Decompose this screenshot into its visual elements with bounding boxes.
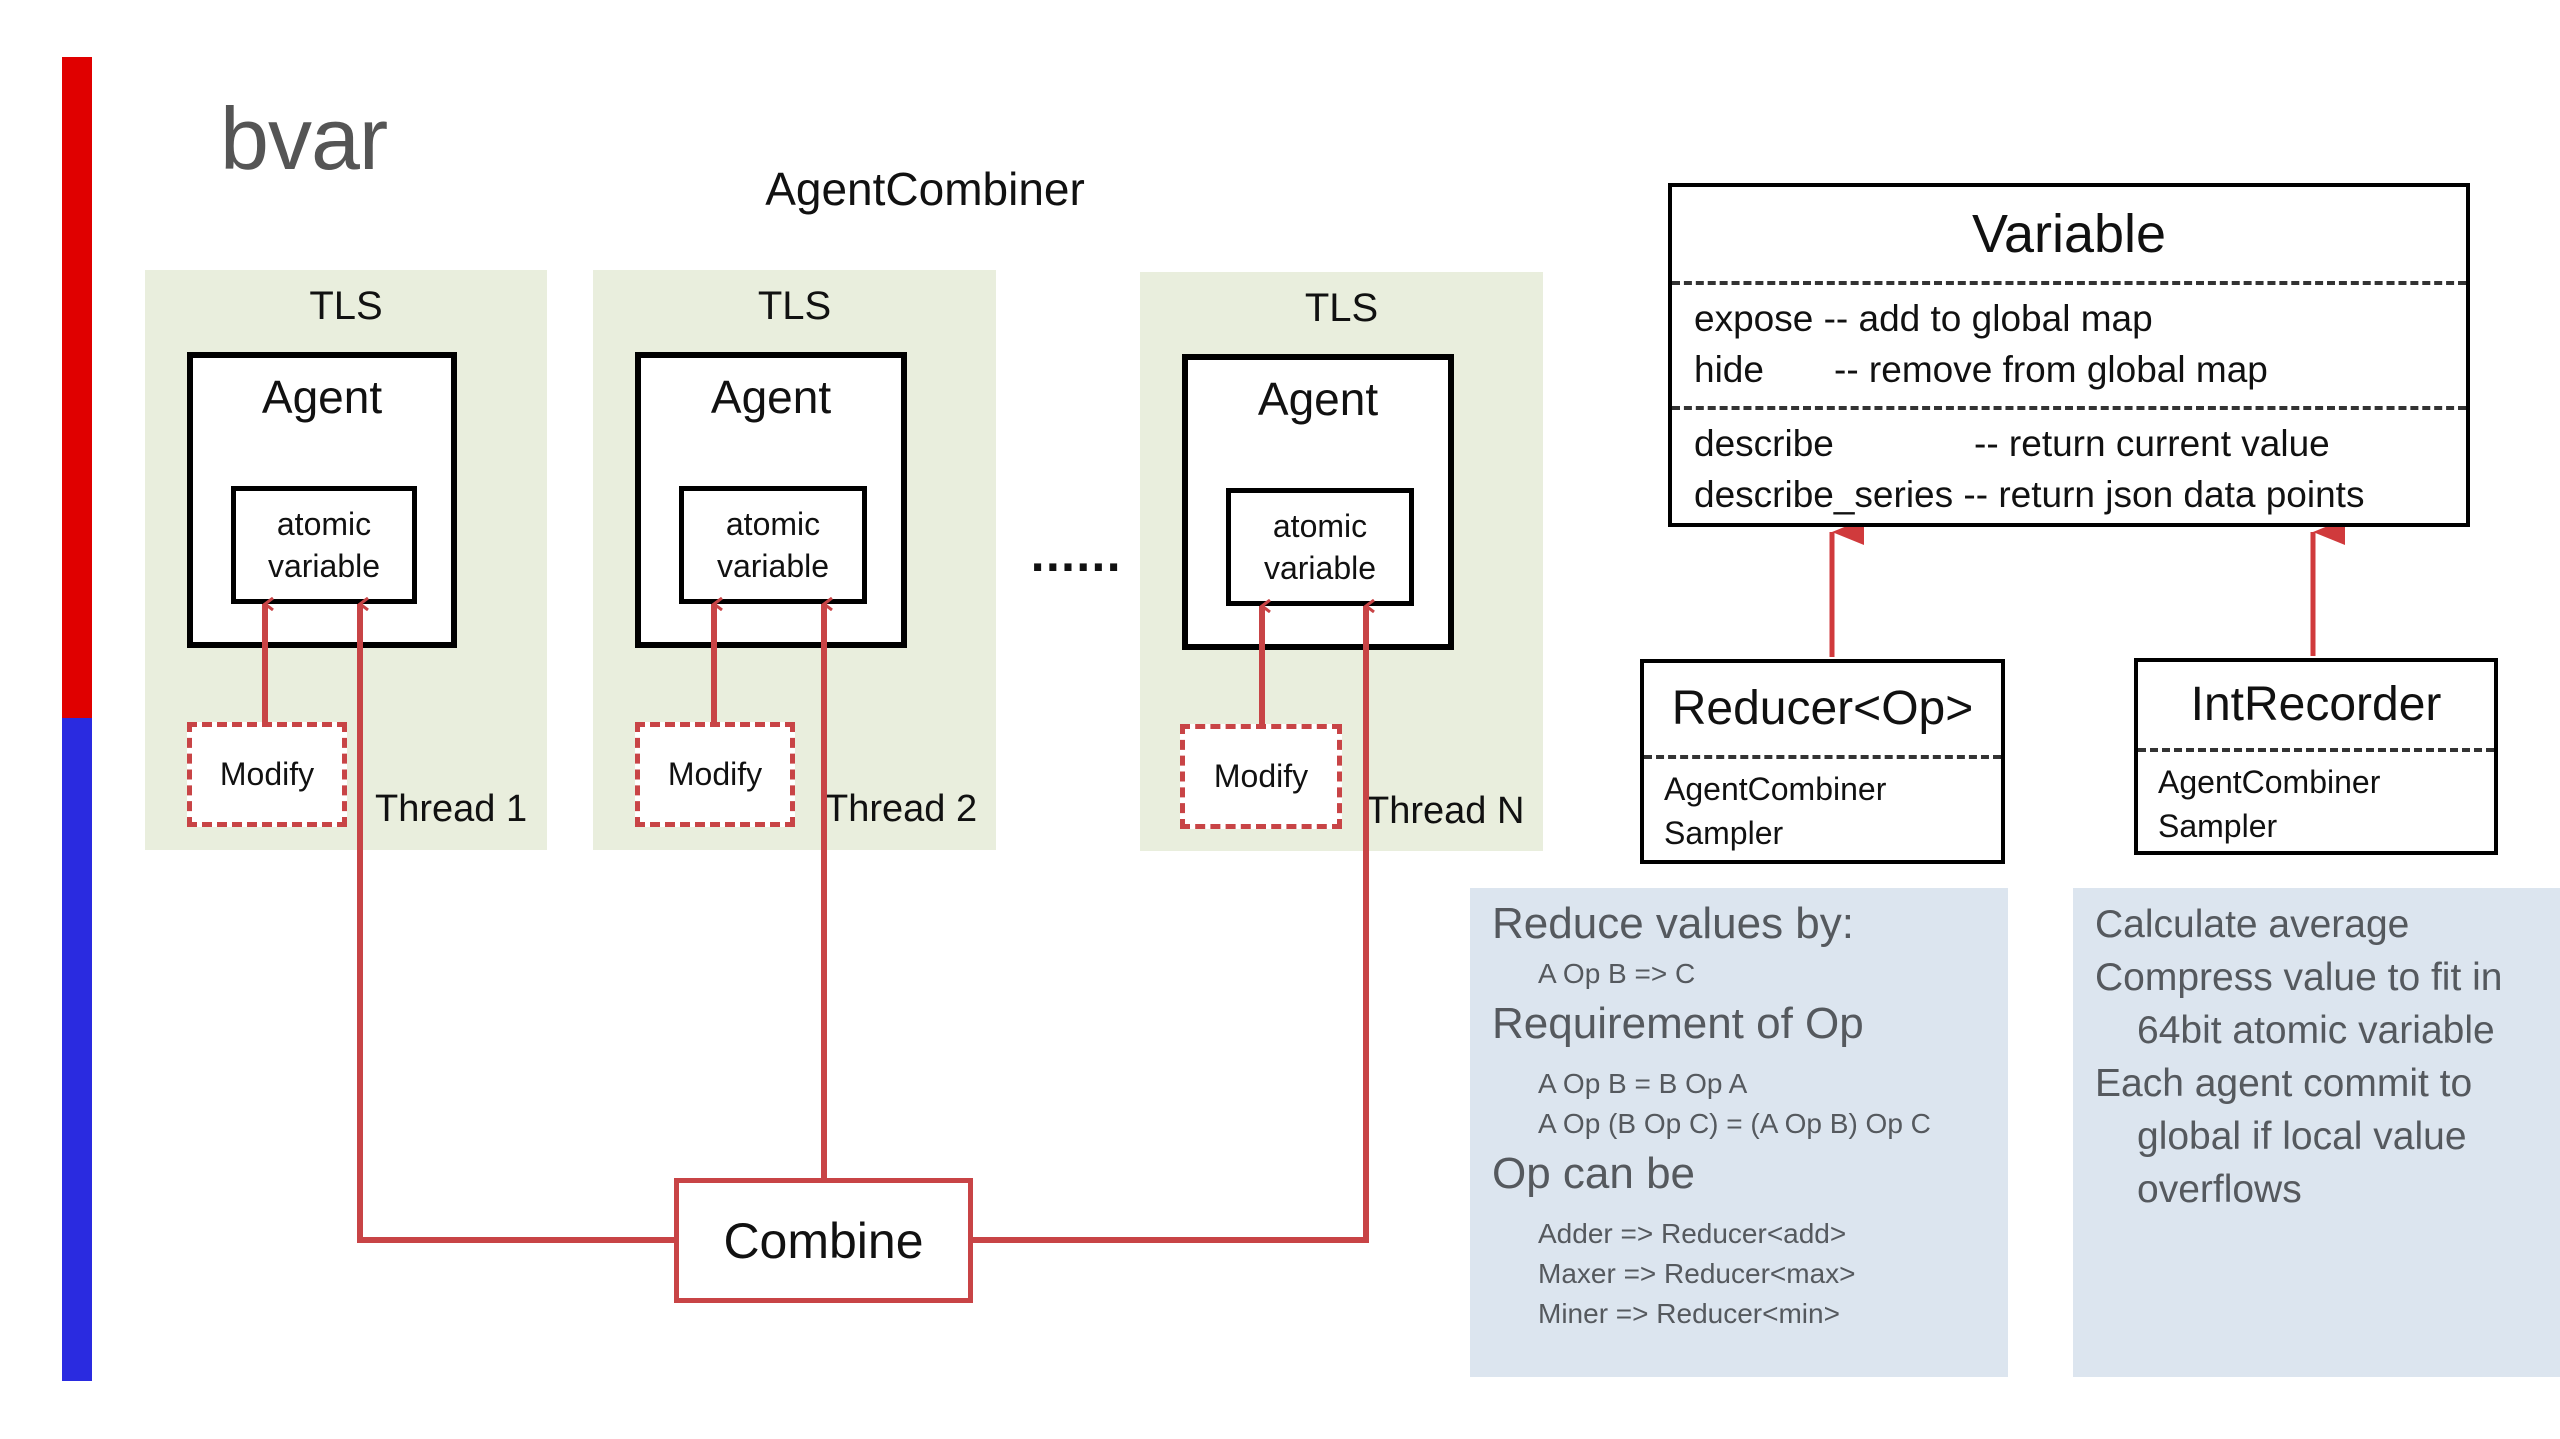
note-line: overflows: [2137, 1168, 2302, 1211]
divider: [2138, 748, 2494, 752]
note-line: Miner => Reducer<min>: [1538, 1298, 1840, 1329]
divider: [1644, 755, 2001, 759]
accent-bar-red: [62, 57, 92, 718]
tls-label: TLS: [1304, 286, 1379, 330]
variable-methods-describe: describe -- return current value describe…: [1672, 410, 2466, 531]
atomic-line-2: variable: [1263, 550, 1377, 586]
atomic-variable-box: atomic variable: [1226, 488, 1414, 606]
method-desc: -- return current value: [1974, 423, 2330, 464]
atomic-line-1: atomic: [1272, 508, 1368, 544]
intrecorder-note: Calculate average Compress value to fit …: [2073, 888, 2560, 1377]
more-threads-ellipsis: ......: [1030, 535, 1122, 581]
atomic-line-1: atomic: [725, 506, 821, 542]
method-desc: -- remove from global map: [1834, 349, 2268, 390]
agent-combiner-title: AgentCombiner: [765, 163, 1085, 215]
member: Sampler: [1664, 815, 1784, 851]
note-line: Maxer => Reducer<max>: [1538, 1258, 1856, 1289]
method-row: expose -- add to global map: [1694, 293, 2466, 344]
note-line: 64bit atomic variable: [2137, 1009, 2495, 1052]
method-name: expose: [1694, 298, 1814, 339]
intrecorder-class-title: IntRecorder: [2190, 678, 2442, 731]
divider: [1672, 406, 2466, 410]
atomic-line-2: variable: [716, 548, 830, 584]
atomic-line-1: atomic: [276, 506, 372, 542]
method-name: describe_series: [1694, 474, 1954, 515]
agent-box: Agent atomic variable: [1182, 354, 1454, 650]
intrecorder-members: AgentCombiner Sampler: [2138, 752, 2494, 848]
atomic-line-2: variable: [267, 548, 381, 584]
note-line: Calculate average: [2095, 903, 2410, 946]
agent-label: Agent: [261, 371, 383, 423]
method-desc: -- add to global map: [1823, 298, 2153, 339]
combine-line-thread-n: [973, 606, 1366, 1243]
note-line: A Op B = B Op A: [1538, 1068, 1748, 1099]
slide-title: bvar: [220, 89, 388, 188]
thread-label: Thread 2: [825, 788, 978, 830]
modify-box: Modify: [187, 722, 347, 827]
note-line: Compress value to fit in: [2095, 956, 2503, 999]
agent-box: Agent atomic variable: [187, 352, 457, 648]
note-heading: Reduce values by:: [1492, 899, 1854, 948]
member: AgentCombiner: [2158, 764, 2381, 800]
atomic-variable-box: atomic variable: [231, 486, 417, 604]
tls-panel-thread-n: TLS Agent atomic variable Modify Thread N: [1140, 272, 1543, 851]
tls-panel-thread-1: TLS Agent atomic variable Modify Thread 1: [145, 270, 547, 850]
thread-label: Thread N: [1366, 790, 1525, 832]
thread-label: Thread 1: [375, 788, 528, 830]
reducer-class-box: Reducer<Op> AgentCombiner Sampler: [1640, 659, 2005, 864]
modify-box: Modify: [1180, 724, 1342, 829]
tls-panel-thread-2: TLS Agent atomic variable Modify Thread 2: [593, 270, 996, 850]
reducer-members: AgentCombiner Sampler: [1644, 759, 2001, 855]
method-row: hide -- remove from global map: [1694, 344, 2466, 395]
variable-class-box: Variable expose -- add to global map hid…: [1668, 183, 2470, 527]
note-heading: Requirement of Op: [1492, 999, 1864, 1048]
modify-box: Modify: [635, 722, 795, 827]
combine-line-thread-1: [357, 604, 674, 1243]
note-line: Each agent commit to: [2095, 1062, 2473, 1105]
atomic-variable-box: atomic variable: [679, 486, 867, 604]
reducer-note: Reduce values by: A Op B => C Requiremen…: [1470, 888, 2008, 1377]
note-line: A Op B => C: [1538, 958, 1696, 989]
method-desc: -- return json data points: [1963, 474, 2365, 515]
agent-label: Agent: [710, 371, 832, 423]
agent-box: Agent atomic variable: [635, 352, 907, 648]
intrecorder-class-box: IntRecorder AgentCombiner Sampler: [2134, 658, 2498, 855]
spacer: [1492, 1054, 2008, 1064]
variable-methods-expose: expose -- add to global map hide -- remov…: [1672, 285, 2466, 406]
method-row: describe -- return current value: [1694, 418, 2466, 469]
tls-label: TLS: [757, 284, 832, 328]
note-line: A Op (B Op C) = (A Op B) Op C: [1538, 1108, 1931, 1139]
note-heading: Op can be: [1492, 1149, 1696, 1198]
variable-class-title: Variable: [1971, 204, 2167, 264]
member: Sampler: [2158, 808, 2278, 844]
tls-label: TLS: [309, 284, 383, 328]
agent-label: Agent: [1257, 373, 1379, 425]
spacer: [1492, 1204, 2008, 1214]
note-line: global if local value: [2137, 1115, 2467, 1158]
member: AgentCombiner: [1664, 771, 1887, 807]
note-line: Adder => Reducer<add>: [1538, 1218, 1847, 1249]
accent-bar-blue: [62, 718, 92, 1381]
method-row: describe_series -- return json data poin…: [1694, 469, 2466, 520]
reducer-class-title: Reducer<Op>: [1671, 682, 1974, 735]
divider: [1672, 281, 2466, 285]
method-name: hide: [1694, 349, 1764, 390]
method-name: describe: [1694, 423, 1834, 464]
combine-box: Combine: [674, 1178, 973, 1303]
